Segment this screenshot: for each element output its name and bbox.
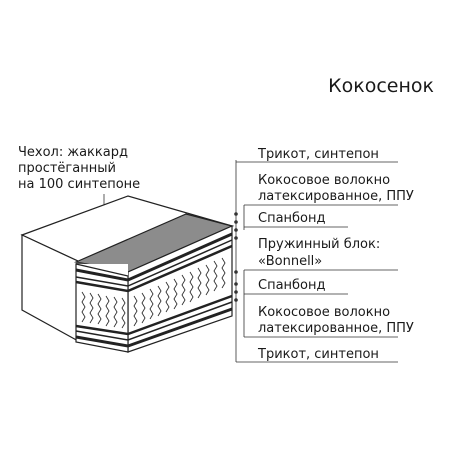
layer-1-label: Трикот, синтепон — [257, 147, 379, 162]
layer-labels: Трикот, синтепон Кокосовое волокно латек… — [257, 147, 414, 362]
layer-2-label-line-1: Кокосовое волокно — [258, 173, 390, 188]
mattress-layer-stack — [75, 225, 233, 353]
layer-6-label-line-2: латексированное, ППУ — [258, 321, 414, 336]
layer-2-label-line-2: латексированное, ППУ — [258, 189, 414, 204]
cover-label-line-3: на 100 синтепоне — [18, 177, 140, 192]
layer-3-label: Спанбонд — [258, 211, 326, 226]
layer-4-label-line-2: «Bonnell» — [258, 254, 322, 269]
layer-leader-dots — [234, 212, 238, 302]
cover-label-line-2: простёганный — [18, 161, 116, 176]
layer-7-label: Трикот, синтепон — [257, 347, 379, 362]
layer-4-label-line-1: Пружинный блок: — [258, 237, 380, 252]
cover-label: Чехол: жаккард простёганный на 100 синте… — [18, 145, 140, 192]
layer-5-label: Спанбонд — [258, 278, 326, 293]
mattress-cover — [20, 195, 235, 344]
layer-6-label-line-1: Кокосовое волокно — [258, 305, 390, 320]
layer-leaders — [235, 160, 398, 363]
diagram-title: Кокосенок — [328, 75, 434, 97]
cover-label-line-1: Чехол: жаккард — [18, 145, 128, 160]
